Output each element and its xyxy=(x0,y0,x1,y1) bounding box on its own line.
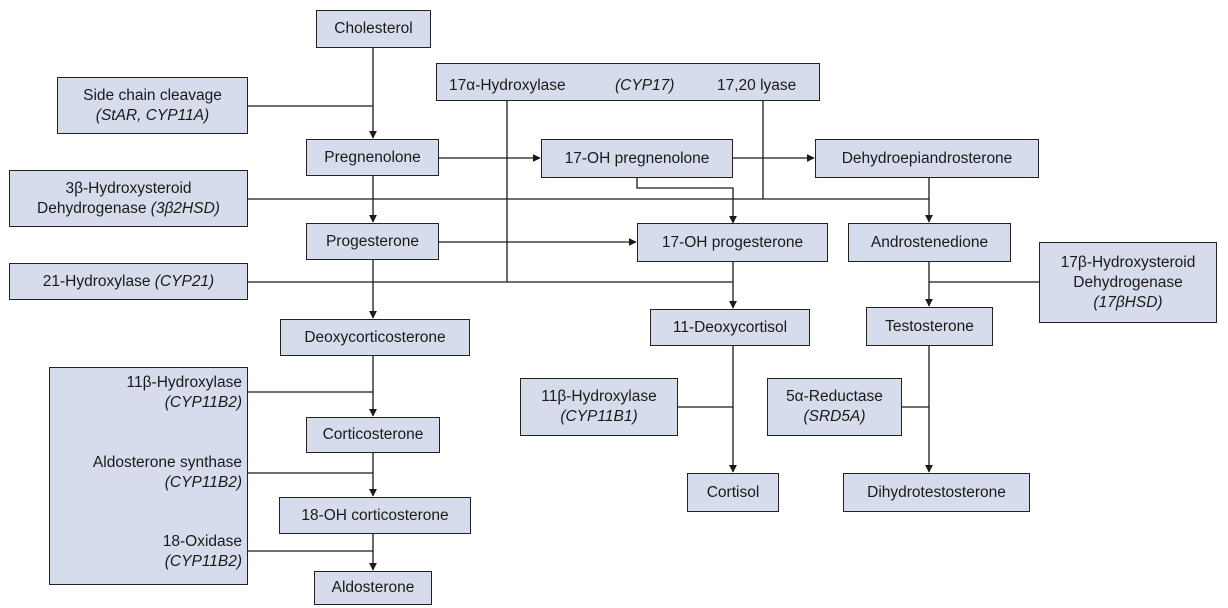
srd5a-gene: (SRD5A) xyxy=(803,408,866,425)
11-deoxycortisol-label: 11-Deoxycortisol xyxy=(672,318,788,336)
dihydrotestosterone-label: Dihydrotestosterone xyxy=(867,483,1006,501)
cyp11b1-box: 11β-Hydroxylase (CYP11B1) xyxy=(520,378,678,436)
18-oxidase-label: 18-Oxidase (CYP11B2) xyxy=(163,532,242,572)
deoxycorticosterone-box: Deoxycorticosterone xyxy=(280,319,470,356)
dhea-label: Dehydroepiandrosterone xyxy=(841,149,1013,167)
18-oxidase-gene: (CYP11B2) xyxy=(164,553,242,570)
17-oh-progesterone-box: 17-OH progesterone xyxy=(637,223,828,262)
cortisol-label: Cortisol xyxy=(706,483,760,501)
pregnenolone-box: Pregnenolone xyxy=(306,139,439,176)
cyp21-name: 21-Hydroxylase xyxy=(42,272,151,290)
dhea-box: Dehydroepiandrosterone xyxy=(815,139,1039,178)
17b-hsd-gene: (17βHSD) xyxy=(1093,293,1163,311)
18-oxidase-name: 18-Oxidase xyxy=(162,533,242,550)
cyp11b2-hydroxylase-name: 11β-Hydroxylase xyxy=(126,374,242,391)
androstenedione-label: Androstenedione xyxy=(870,233,989,251)
corticosterone-box: Corticosterone xyxy=(306,417,440,453)
18-oh-corticosterone-box: 18-OH corticosterone xyxy=(279,497,471,534)
cyp11b2-hydroxylase-label: 11β-Hydroxylase (CYP11B2) xyxy=(127,373,242,413)
3b-hsd-box: 3β-Hydroxysteroid Dehydrogenase (3β2HSD) xyxy=(9,170,248,227)
arrow-17ohpreg-17ohprog xyxy=(636,178,737,224)
aldosterone-label: Aldosterone xyxy=(331,579,415,596)
cyp11b2-panel xyxy=(49,367,248,585)
17b-hsd-name: 17β-Hydroxysteroid xyxy=(1060,253,1196,271)
cyp17-box: 17α-Hydroxylase (CYP17) 17,20 lyase xyxy=(436,63,820,101)
progesterone-label: Progesterone xyxy=(325,232,420,250)
3b-hsd-gene: (3β2HSD) xyxy=(150,199,220,217)
17-oh-progesterone-label: 17-OH progesterone xyxy=(661,233,804,251)
aldosterone-synthase-label: Aldosterone synthase (CYP11B2) xyxy=(93,453,242,493)
3b-hsd-name2: Dehydrogenase xyxy=(37,199,147,217)
11-deoxycortisol-box: 11-Deoxycortisol xyxy=(650,309,810,346)
17-oh-pregnenolone-label: 17-OH pregnenolone xyxy=(564,149,710,167)
side-chain-cleavage-box: Side chain cleavage (StAR, CYP11A) xyxy=(57,77,248,134)
scc-name: Side chain cleavage xyxy=(83,86,222,104)
cyp17-gene: (CYP17) xyxy=(615,77,675,94)
srd5a-name: 5α-Reductase xyxy=(786,388,883,405)
testosterone-box: Testosterone xyxy=(866,307,993,346)
aldosterone-synthase-name: Aldosterone synthase xyxy=(92,454,242,471)
cyp21-box: 21-Hydroxylase (CYP21) xyxy=(9,263,248,300)
cyp11b1-gene: (CYP11B1) xyxy=(560,408,638,425)
srd5a-box: 5α-Reductase (SRD5A) xyxy=(767,378,902,436)
progesterone-box: Progesterone xyxy=(306,223,439,260)
cyp11b2-hydroxylase-gene: (CYP11B2) xyxy=(164,394,242,411)
aldosterone-synthase-gene: (CYP11B2) xyxy=(164,474,242,491)
18-oh-corticosterone-label: 18-OH corticosterone xyxy=(301,506,449,524)
17b-hsd-box: 17β-Hydroxysteroid Dehydrogenase (17βHSD… xyxy=(1039,242,1217,323)
corticosterone-label: Corticosterone xyxy=(322,426,424,443)
dihydrotestosterone-box: Dihydrotestosterone xyxy=(843,473,1030,512)
17b-hsd-name2: Dehydrogenase xyxy=(1073,273,1183,291)
cholesterol-label: Cholesterol xyxy=(334,20,413,37)
cyp17-name: 17α-Hydroxylase xyxy=(449,77,566,94)
3b-hsd-name: 3β-Hydroxysteroid xyxy=(65,179,192,197)
cyp11b1-name: 11β-Hydroxylase xyxy=(541,388,657,405)
cortisol-box: Cortisol xyxy=(687,473,779,512)
17-oh-pregnenolone-box: 17-OH pregnenolone xyxy=(541,139,733,178)
scc-gene: (StAR, CYP11A) xyxy=(95,106,210,124)
deoxycorticosterone-label: Deoxycorticosterone xyxy=(304,328,446,346)
pregnenolone-label: Pregnenolone xyxy=(324,148,421,166)
androstenedione-box: Androstenedione xyxy=(848,223,1011,262)
testosterone-label: Testosterone xyxy=(885,317,974,335)
aldosterone-box: Aldosterone xyxy=(314,571,432,605)
cyp17-lyase: 17,20 lyase xyxy=(717,77,797,94)
cyp21-gene: (CYP21) xyxy=(154,272,215,290)
cholesterol-box: Cholesterol xyxy=(316,10,431,48)
